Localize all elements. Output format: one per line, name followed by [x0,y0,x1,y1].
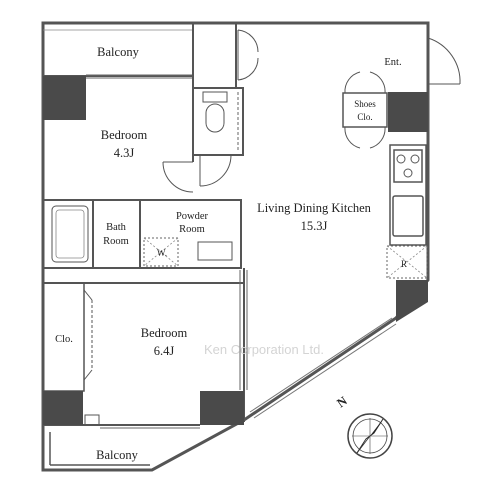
powder-room [139,199,242,269]
column [43,76,86,120]
bathtub-icon [51,205,89,263]
fridge-label: R [401,259,407,269]
bath-label-1: Bath [106,222,127,233]
washbasin-icon [197,241,233,261]
closet-label: Clo. [55,334,73,345]
compass-icon [347,413,393,459]
washer-label: W. [157,248,167,258]
powder-label-1: Powder [176,211,209,222]
bath-label-2: Room [103,236,129,247]
stove-icon [396,154,420,178]
closet-doors[interactable] [83,289,93,381]
balcony-bottom [49,432,150,466]
ldk-name: Living Dining Kitchen [257,201,372,215]
vent [84,414,100,426]
bedroom-small-door[interactable] [162,161,194,193]
washer-space [143,237,179,267]
diagonal-window [249,317,397,419]
watermark: Ken Corporation Ltd. [204,342,324,357]
kitchen-counter [389,144,427,246]
shoes-closet-label-1: Shoes [354,99,376,109]
shoes-closet-label-2: Clo. [357,112,372,122]
fridge-space [386,245,428,279]
balcony-bottom-label: Balcony [96,448,138,462]
toilet-room [192,23,244,156]
sliding-door[interactable] [239,270,248,390]
toilet-bowl-icon [205,103,225,133]
toilet-tank [202,91,228,103]
bathtub-inner [55,209,85,259]
compass-north-label: N [334,394,349,411]
bedroom-small-name: Bedroom [101,128,148,142]
ldk-size: 15.3J [301,219,328,233]
column [396,280,428,322]
shoes-closet [342,92,428,132]
balcony-top [42,22,194,79]
entrance-label: Ent. [384,57,401,68]
toilet-door[interactable] [199,154,232,187]
powder-label-2: Room [179,224,205,235]
column [43,391,83,425]
shoes-closet-doors[interactable] [344,71,386,149]
balcony-top-label: Balcony [97,45,139,59]
entrance-door[interactable] [427,37,461,85]
column [200,391,244,425]
bedroom-small-size: 4.3J [114,146,135,160]
hall-closet-doors[interactable] [237,29,259,81]
bedroom-large-name: Bedroom [141,326,188,340]
bedroom-large-size: 6.4J [154,344,175,358]
